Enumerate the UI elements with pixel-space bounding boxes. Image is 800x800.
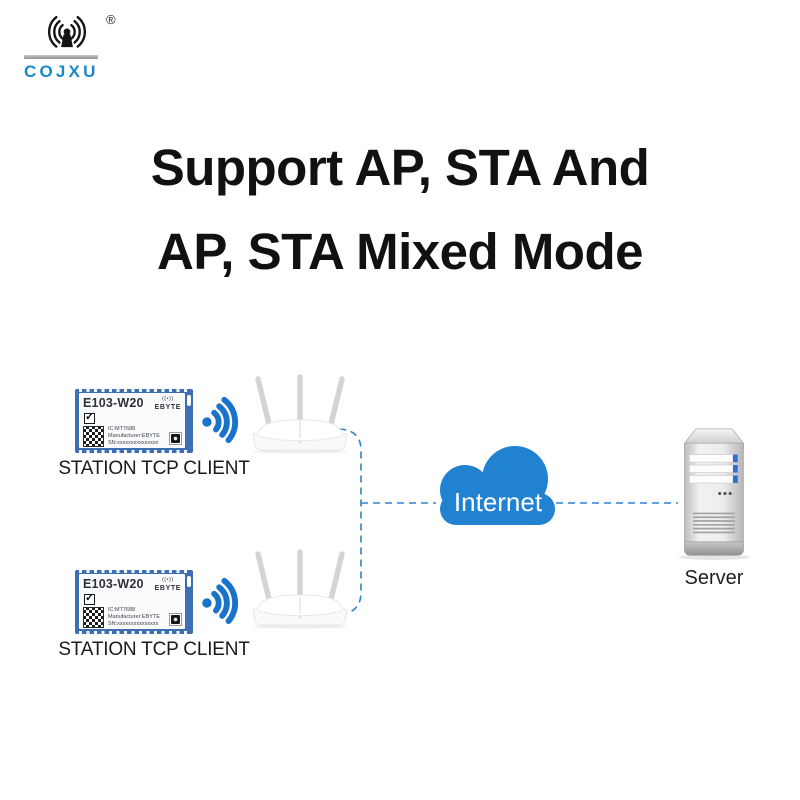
server-label: Server: [684, 567, 744, 589]
internet-cloud: Internet: [440, 446, 555, 525]
ebyte-logo: ((•)) EBYTE: [154, 396, 181, 411]
ipex-connector-icon: [169, 613, 182, 626]
wifi-signal-icon: [202, 396, 239, 444]
unit-caption: STATION TCP CLIENT: [58, 639, 250, 660]
antenna-pad: [187, 395, 191, 406]
wifi-module-pcb: E103-W20 ((•)) EBYTE ✓ IC:MT7688 Manufac…: [75, 570, 193, 634]
castellated-pads: [79, 570, 189, 573]
castellated-pads: [79, 631, 189, 634]
checkbox-icon: ✓: [84, 410, 95, 424]
ipex-connector-icon: [169, 432, 182, 445]
title-line-1: Support AP, STA And: [150, 139, 650, 196]
brand-logo: ® COJXU: [22, 8, 132, 82]
module-model: E103-W20: [83, 396, 144, 410]
registered-trademark: ®: [106, 12, 116, 27]
logo-divider: [24, 55, 98, 59]
castellated-pads: [79, 389, 189, 392]
server-leds: [718, 491, 732, 495]
router-icon: [252, 549, 348, 629]
ebyte-logo: ((•)) EBYTE: [154, 577, 181, 592]
wifi-module-pcb: E103-W20 ((•)) EBYTE ✓ IC:MT7688 Manufac…: [75, 389, 193, 453]
checkbox-icon: ✓: [84, 591, 95, 605]
brand-name: COJXU: [24, 62, 99, 81]
castellated-pads: [79, 450, 189, 453]
title-line-2: AP, STA Mixed Mode: [157, 223, 643, 280]
cloud-label: Internet: [454, 487, 543, 517]
router-icon: [252, 374, 348, 454]
module-model: E103-W20: [83, 577, 144, 591]
antenna-pad: [187, 576, 191, 587]
wifi-signal-icon: [202, 577, 239, 625]
ebyte-antenna-icon: ((•)): [161, 577, 174, 583]
station-unit-1: E103-W20 ((•)) EBYTE ✓ IC:MT7688 Manufac…: [58, 389, 250, 485]
ebyte-antenna-icon: ((•)): [161, 396, 174, 402]
qr-code: [83, 606, 104, 628]
antenna-waves-icon: [48, 15, 86, 48]
module-info: IC:MT7688 Manufacturer:EBYTE SN:xxxxxxxx…: [108, 425, 160, 447]
server-drive-bays: [688, 454, 738, 484]
qr-code: [83, 425, 104, 447]
unit-caption: STATION TCP CLIENT: [58, 458, 250, 479]
server-icon: [678, 428, 750, 560]
server-vents: [693, 512, 735, 534]
page-title: Support AP, STA And AP, STA Mixed Mode: [0, 126, 800, 294]
station-unit-2: E103-W20 ((•)) EBYTE ✓ IC:MT7688 Manufac…: [58, 570, 250, 666]
module-info: IC:MT7688 Manufacturer:EBYTE SN:xxxxxxxx…: [108, 606, 160, 628]
